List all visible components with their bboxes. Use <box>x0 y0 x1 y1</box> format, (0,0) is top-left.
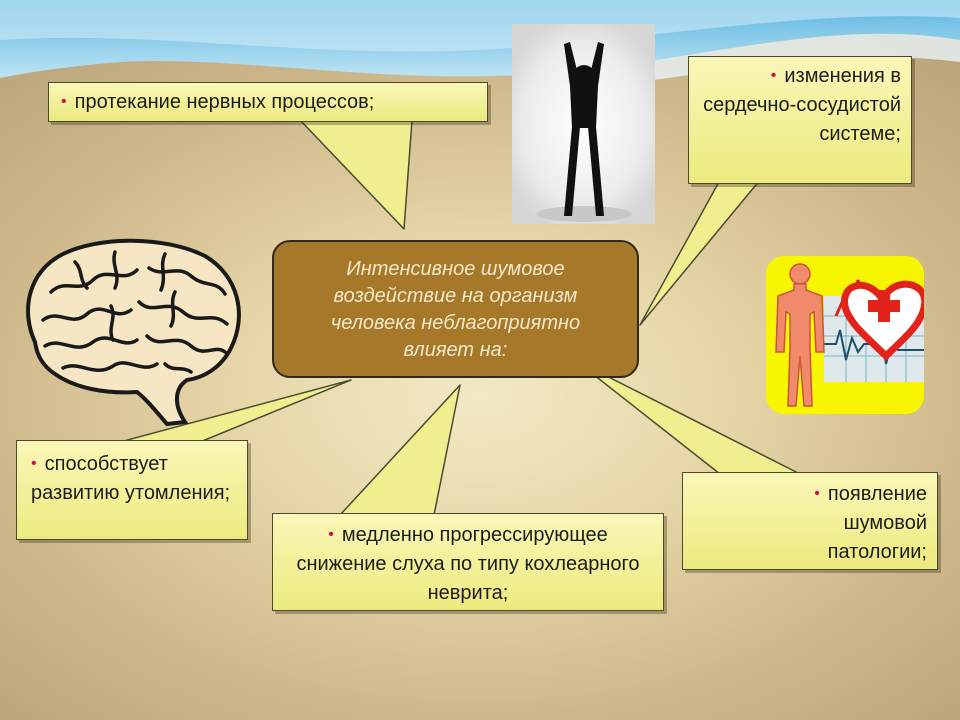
callout-fatigue: •способствует развитию утомления; <box>16 440 248 540</box>
bullet-icon: • <box>61 93 67 110</box>
bullet-icon: • <box>31 455 37 472</box>
pointer-top-right <box>639 179 761 326</box>
callout-cardiovascular: •изменения в сердечно-сосудистой системе… <box>688 56 912 184</box>
center-statement-text: Интенсивное шумовое воздействие на орган… <box>330 258 581 361</box>
heart-cross-icon <box>775 263 924 407</box>
pointer-bottom <box>339 384 461 516</box>
bullet-icon: • <box>814 485 820 502</box>
raised-arms-icon <box>536 42 632 222</box>
callout-text: способствует развитию утомления; <box>31 453 231 504</box>
callout-text: медленно прогрессирующее снижение слуха … <box>296 524 640 604</box>
heart-health-image <box>766 256 924 414</box>
callout-text: протекание нервных процессов; <box>74 91 375 113</box>
callout-text: изменения в сердечно-сосудистой системе; <box>703 65 901 145</box>
bullet-icon: • <box>328 526 334 543</box>
brain-icon <box>26 238 241 427</box>
callout-nerve-processes: • протекание нервных процессов; <box>48 82 488 122</box>
bullet-icon: • <box>770 67 777 84</box>
callout-hearing-loss: •медленно прогрессирующее снижение слуха… <box>272 513 664 611</box>
pointer-top-left <box>299 119 413 230</box>
person-silhouette-image <box>512 24 655 224</box>
callout-text: появление шумовой патологии; <box>827 483 927 563</box>
center-statement-box: Интенсивное шумовое воздействие на орган… <box>272 240 639 378</box>
callout-noise-pathology: • появление шумовой патологии; <box>682 472 938 570</box>
